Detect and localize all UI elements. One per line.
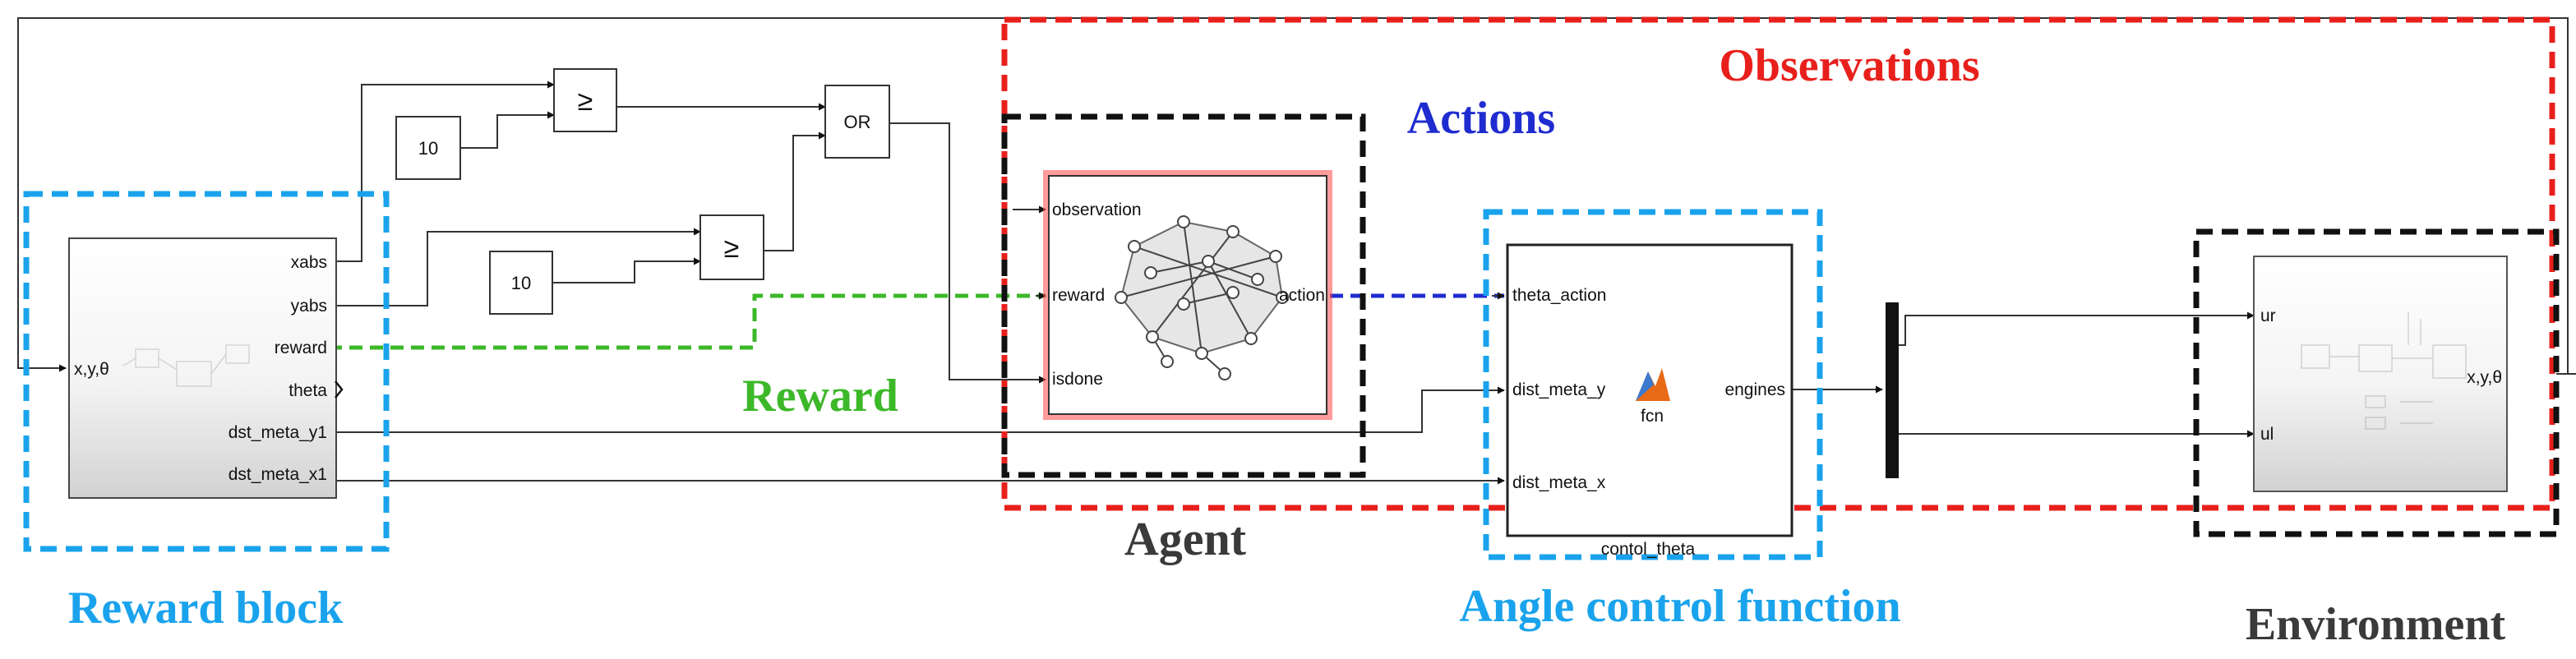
reward-label: Reward (742, 371, 898, 422)
environment-region (2193, 228, 2560, 537)
angle-control-block[interactable]: theta_action dist_meta_y dist_meta_x eng… (1506, 243, 1794, 559)
agent-input-reward: reward (1052, 286, 1105, 305)
reward-block-output-xabs: xabs (291, 253, 327, 272)
reward-block-region (23, 191, 390, 552)
compare-block-2[interactable]: ≥ (699, 214, 764, 280)
compare-block-1[interactable]: ≥ (553, 68, 617, 132)
rl-agent-block[interactable]: observation reward isdone action (1043, 170, 1332, 420)
demux-bar[interactable] (1886, 302, 1899, 478)
subsystem-preview-icon (122, 344, 250, 387)
angle-control-label: Angle control function (1459, 581, 1900, 632)
reward-block-output-theta: theta (289, 381, 327, 400)
agent-input-observation: observation (1052, 200, 1142, 219)
environment-block[interactable]: ur ul x,y,θ (2253, 256, 2508, 492)
control-block-name: contol_theta (1601, 540, 1696, 559)
compare-2-operator: ≥ (724, 233, 740, 264)
constant-2-value: 10 (511, 273, 531, 293)
control-input-dist-meta-y: dist_meta_y (1512, 380, 1606, 399)
environment-input-ur: ur (2260, 306, 2276, 325)
agent-output-action: action (1279, 286, 1325, 305)
or-block[interactable]: OR (824, 85, 890, 159)
environment-input-ul: ul (2260, 425, 2274, 444)
environment-output-label: x,y,θ (2467, 368, 2502, 387)
signal-wires (17, 17, 2576, 485)
reward-block-output-yabs: yabs (291, 297, 327, 316)
actions-label: Actions (1407, 93, 1555, 144)
constant-block-1[interactable]: 10 (395, 116, 461, 180)
constant-block-2[interactable]: 10 (489, 251, 553, 315)
control-input-dist-meta-x: dist_meta_x (1512, 473, 1606, 492)
or-label: OR (844, 112, 871, 132)
agent-input-isdone: isdone (1052, 370, 1103, 389)
agent-region (1001, 113, 1366, 478)
reward-block-output-dst-y1: dst_meta_y1 (229, 423, 327, 442)
constant-1-value: 10 (418, 138, 438, 159)
compare-1-operator: ≥ (578, 85, 593, 117)
environment-preview-icon (2301, 312, 2467, 430)
reward-block[interactable]: x,y,θ xabs yabs reward theta dst_meta_y1… (68, 237, 344, 499)
angle-control-region (1483, 209, 1823, 560)
environment-label: Environment (2246, 599, 2506, 650)
reward-block-output-dst-x1: dst_meta_x1 (229, 465, 327, 484)
reward-block-input-label: x,y,θ (74, 360, 109, 379)
observations-label: Observations (1719, 40, 1979, 91)
control-input-theta-action: theta_action (1512, 286, 1606, 305)
agent-label: Agent (1124, 512, 1247, 565)
neural-network-icon (1115, 215, 1289, 380)
control-function-name: fcn (1641, 407, 1664, 426)
matlab-icon (1636, 368, 1670, 401)
theta-output-port-icon (335, 380, 344, 399)
control-output-engines: engines (1724, 380, 1785, 399)
reward-block-output-reward: reward (275, 339, 327, 357)
reward-block-label: Reward block (68, 583, 344, 634)
